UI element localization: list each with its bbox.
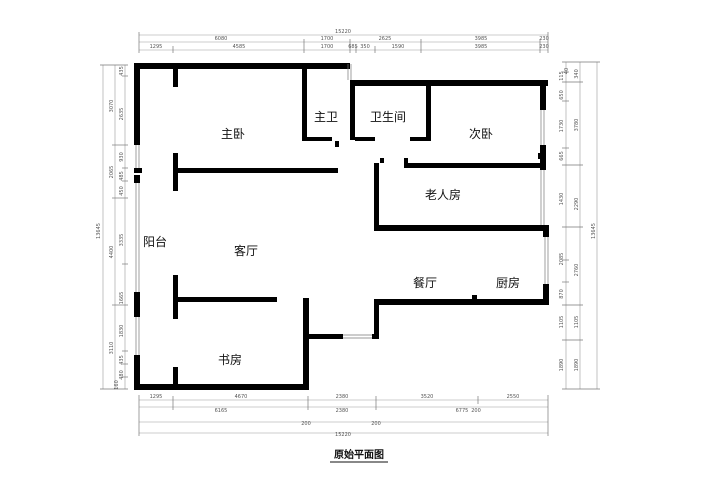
dim-top-detail-5: 350 bbox=[360, 44, 370, 50]
dim-left-detail-2: 2635 bbox=[119, 108, 125, 121]
room-label-master-bedroom: 主卧 bbox=[221, 127, 245, 141]
dim-right-mid-1: 340 bbox=[574, 69, 580, 79]
dim-bottom-detail-2: 4670 bbox=[235, 394, 248, 400]
dim-bottom-mid-2: 2380 bbox=[336, 408, 349, 414]
dim-left-detail-11: 160 bbox=[114, 380, 120, 390]
dim-right-detail-3: 1730 bbox=[559, 120, 565, 133]
dim-right-mid-4: 2760 bbox=[574, 264, 580, 277]
dim-right-detail-6: 2085 bbox=[559, 253, 565, 266]
room-label-elder-room: 老人房 bbox=[425, 187, 461, 202]
top-dimensions: 15220 6080 1700 2625 3985 230 1295 4585 … bbox=[138, 29, 549, 53]
dim-right-mid-2: 3780 bbox=[574, 119, 580, 132]
dim-right-detail-1: 115 bbox=[559, 71, 565, 81]
dim-right-detail-2: 650 bbox=[559, 90, 565, 100]
right-dimensions: 115 650 1730 665 1430 2085 870 1105 1890… bbox=[559, 61, 600, 390]
dim-bottom-small-2: 200 bbox=[371, 421, 381, 427]
dim-bottom-mid-4: 200 bbox=[471, 408, 481, 414]
dim-top-detail-4: 685 bbox=[348, 44, 358, 50]
room-label-master-bath: 主卫 bbox=[314, 110, 338, 124]
dim-top-mid-2: 1700 bbox=[321, 36, 334, 42]
left-dimensions: 13645 3070 2065 4400 3110 435 2635 930 4… bbox=[96, 64, 128, 390]
room-label-study: 书房 bbox=[218, 352, 242, 367]
dim-bottom-detail-3: 2380 bbox=[336, 394, 349, 400]
dim-right-detail-8: 1105 bbox=[559, 316, 565, 329]
dim-left-detail-6: 3335 bbox=[119, 234, 125, 247]
dim-top-detail-3: 1700 bbox=[321, 44, 334, 50]
walls bbox=[134, 63, 549, 390]
dim-left-detail-5: 450 bbox=[119, 186, 125, 196]
dim-right-detail-7: 870 bbox=[559, 289, 565, 299]
dim-left-mid-3: 4400 bbox=[109, 246, 115, 259]
dim-right-total: 13645 bbox=[591, 223, 597, 239]
dim-top-mid-1: 6080 bbox=[215, 36, 228, 42]
dim-left-detail-9: 435 bbox=[119, 355, 125, 365]
room-label-bathroom: 卫生间 bbox=[370, 110, 406, 124]
dim-left-detail-1: 435 bbox=[119, 66, 125, 76]
room-label-dining-room: 餐厅 bbox=[413, 275, 437, 290]
dim-right-mid-3: 2290 bbox=[574, 198, 580, 211]
dim-bottom-mid-3: 6775 bbox=[456, 408, 469, 414]
dim-top-detail-2: 4585 bbox=[233, 44, 246, 50]
plan-caption: 原始平面图 bbox=[334, 448, 384, 461]
dim-left-detail-10: 480 bbox=[119, 370, 125, 380]
dim-left-detail-3: 930 bbox=[119, 152, 125, 162]
dim-top-total: 15220 bbox=[335, 29, 351, 35]
dim-left-mid-4: 3110 bbox=[109, 342, 115, 355]
windows bbox=[135, 64, 549, 355]
dim-top-detail-1: 1295 bbox=[150, 44, 163, 50]
dim-right-detail-4: 665 bbox=[559, 151, 565, 161]
dim-right-mid-5: 1105 bbox=[574, 316, 580, 329]
dim-right-detail-9: 1890 bbox=[559, 359, 565, 372]
room-label-second-bedroom: 次卧 bbox=[469, 127, 493, 141]
dim-left-detail-7: 1665 bbox=[119, 292, 125, 305]
room-label-balcony: 阳台 bbox=[143, 234, 167, 249]
dim-right-small-1: 40 bbox=[564, 68, 570, 74]
dim-bottom-detail-1: 1295 bbox=[150, 394, 163, 400]
room-label-living-room: 客厅 bbox=[234, 243, 258, 258]
dim-top-detail-7: 3985 bbox=[475, 44, 488, 50]
dim-bottom-small-1: 200 bbox=[301, 421, 311, 427]
dim-top-mid-5: 230 bbox=[539, 36, 549, 42]
dim-left-mid-2: 2065 bbox=[109, 166, 115, 179]
bottom-dimensions: 1295 4670 2380 3520 2550 6165 2380 6775 … bbox=[138, 394, 549, 438]
dim-bottom-mid-1: 6165 bbox=[215, 408, 228, 414]
dim-right-detail-5: 1430 bbox=[559, 193, 565, 206]
dim-left-mid-1: 3070 bbox=[109, 100, 115, 113]
dim-right-mid-6: 1890 bbox=[574, 359, 580, 372]
dim-top-detail-8: 230 bbox=[539, 44, 549, 50]
room-label-kitchen: 厨房 bbox=[496, 275, 520, 290]
dim-bottom-detail-4: 3520 bbox=[421, 394, 434, 400]
dim-left-total: 13645 bbox=[96, 223, 102, 239]
dim-left-detail-8: 1830 bbox=[119, 325, 125, 338]
dim-top-detail-6: 1590 bbox=[392, 44, 405, 50]
dim-top-mid-3: 2625 bbox=[379, 36, 392, 42]
dim-top-mid-4: 3985 bbox=[475, 36, 488, 42]
dim-bottom-detail-5: 2550 bbox=[507, 394, 520, 400]
dim-bottom-total: 15220 bbox=[335, 432, 351, 438]
dim-left-detail-4: 485 bbox=[119, 171, 125, 181]
